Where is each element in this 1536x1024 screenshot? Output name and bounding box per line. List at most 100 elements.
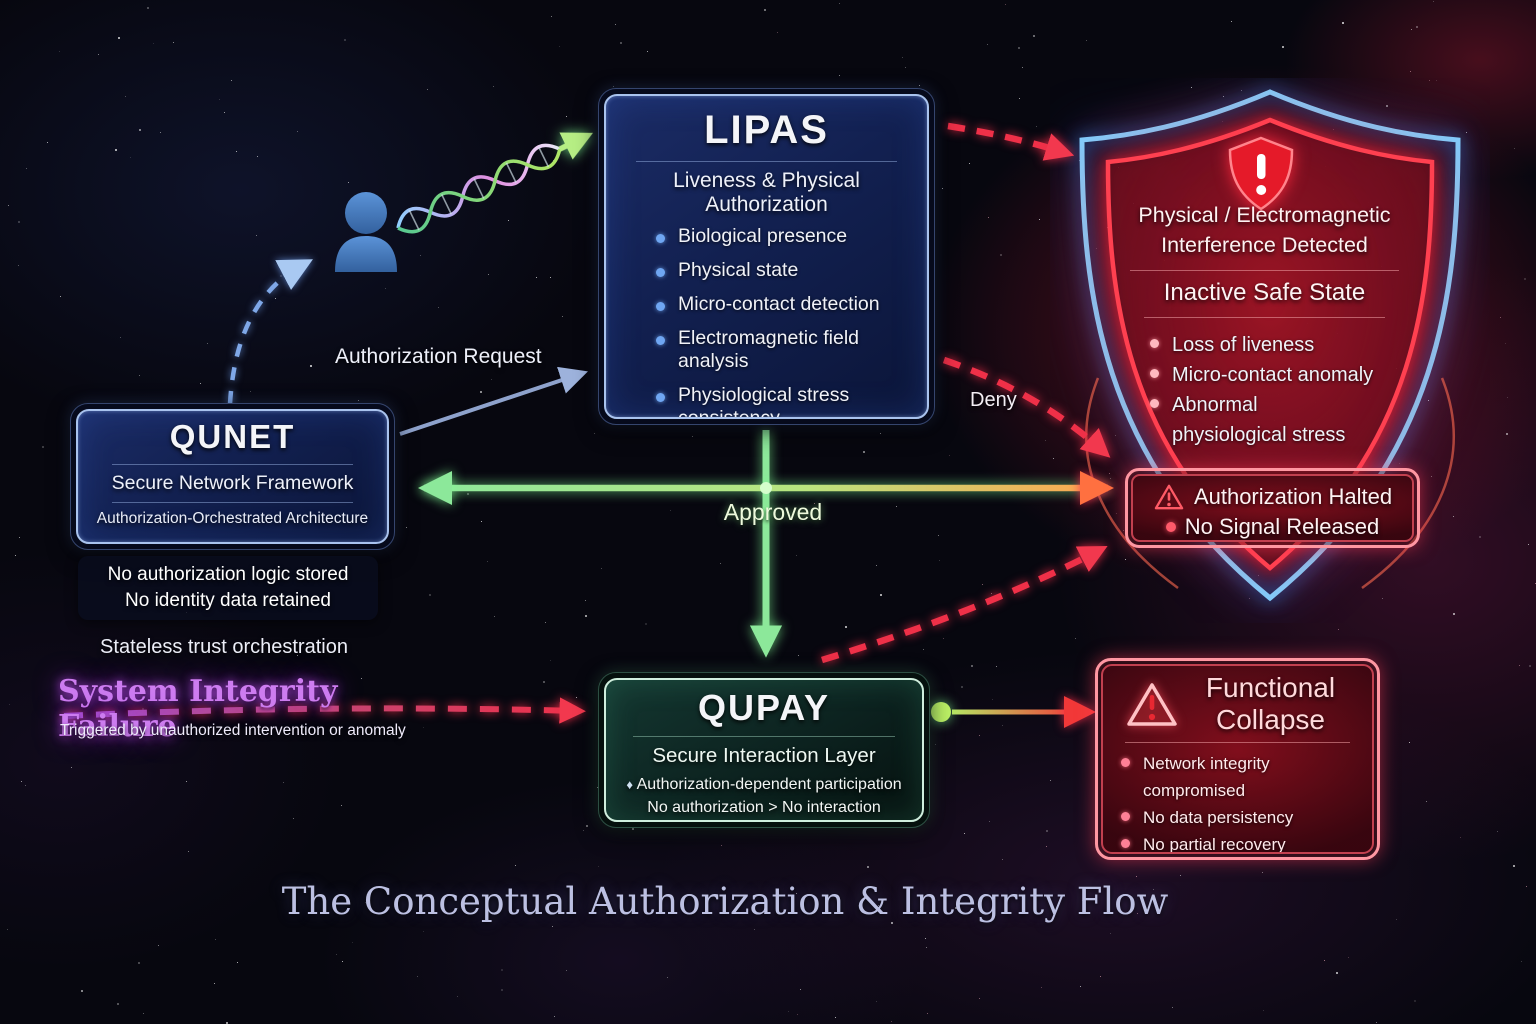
shield-item: Micro-contact anomaly (1150, 360, 1437, 390)
star (1086, 40, 1087, 41)
star (1426, 801, 1427, 802)
system-integrity-failure-title: System Integrity Failure (58, 674, 338, 744)
star (266, 731, 267, 732)
star (1479, 536, 1481, 538)
star (1075, 638, 1076, 639)
star (796, 555, 797, 556)
star (1045, 440, 1046, 441)
star (501, 969, 503, 971)
star (256, 235, 257, 236)
lipas-item-label: Biological presence (678, 225, 848, 247)
star (964, 833, 965, 834)
star (1416, 26, 1418, 28)
star (935, 744, 936, 745)
qunet-note-line2: No identity data retained (125, 590, 331, 611)
star (427, 89, 428, 90)
divider (111, 502, 354, 503)
star (923, 649, 924, 650)
star (1497, 831, 1498, 832)
star (257, 156, 258, 157)
star (1222, 121, 1223, 122)
star (1100, 976, 1101, 977)
star (117, 1003, 119, 1005)
star (991, 593, 992, 594)
lipas-item: Electromagnetic field analysis (656, 327, 911, 373)
star (98, 54, 99, 55)
star (1436, 80, 1437, 81)
star (585, 615, 587, 617)
star (788, 1011, 789, 1012)
star (1041, 987, 1042, 988)
lipas-item: Physiological stress consistency (656, 384, 911, 417)
star (876, 1001, 877, 1002)
star (988, 217, 989, 218)
shield-text-block: Physical / Electromagnetic Interference … (1092, 200, 1437, 454)
star (406, 527, 407, 528)
star (1107, 227, 1108, 228)
star (938, 535, 939, 536)
star (457, 996, 458, 997)
shield-item-label: Micro-contact anomaly (1172, 364, 1374, 386)
deny-label: Deny (970, 389, 1017, 411)
star (1078, 718, 1079, 719)
star (139, 375, 140, 376)
star (1202, 850, 1203, 851)
star (158, 945, 159, 946)
star (1019, 98, 1020, 99)
star (1082, 900, 1083, 901)
shield-outer-blue-ring (1079, 89, 1461, 602)
bullet-dot (1150, 369, 1159, 378)
lipas-item: Biological presence (656, 225, 911, 248)
star (1376, 1022, 1377, 1023)
star (552, 926, 553, 927)
lipas-item: Micro-contact detection (656, 293, 911, 316)
star (553, 160, 554, 161)
star (1529, 665, 1531, 667)
approved-label: Approved (723, 499, 823, 525)
star (1116, 513, 1117, 514)
star (982, 584, 983, 585)
star (545, 622, 546, 623)
star (358, 400, 359, 401)
bullet-dot (656, 233, 665, 243)
star (488, 274, 489, 275)
star (1514, 148, 1515, 149)
qunet-panel: QUNET Secure Network Framework Authoriza… (70, 403, 395, 550)
star (120, 337, 121, 338)
star (1036, 126, 1037, 127)
diamond-icon: ♦ (626, 777, 633, 792)
star (25, 785, 26, 786)
star (173, 42, 174, 43)
star (692, 436, 693, 437)
star (115, 149, 117, 151)
shield-item: Abnormal physiological stress (1150, 390, 1367, 450)
shield-swirl-right (1361, 377, 1455, 590)
star (536, 277, 537, 278)
star (876, 565, 877, 566)
star (613, 86, 614, 87)
star (1079, 160, 1080, 161)
qupay-rule: No authorization > No interaction (647, 799, 881, 816)
star (1356, 666, 1357, 667)
star (81, 990, 83, 992)
star (215, 939, 216, 940)
shield-item: Loss of liveness (1150, 330, 1437, 360)
star (18, 221, 20, 223)
star (1428, 400, 1429, 401)
star (207, 343, 208, 344)
shield-state: Inactive Safe State (1163, 279, 1366, 306)
star (385, 288, 386, 289)
star (601, 568, 602, 569)
bullet-dot (656, 301, 665, 311)
shield-item-label: Abnormal physiological stress (1172, 394, 1346, 446)
star (754, 929, 755, 930)
star (1386, 105, 1388, 107)
star (1080, 986, 1081, 987)
star (615, 24, 616, 25)
star (839, 3, 840, 4)
shield-alert-icon (1228, 136, 1294, 211)
star (583, 830, 584, 831)
star (896, 506, 897, 507)
star (1231, 21, 1232, 22)
star (586, 825, 588, 827)
